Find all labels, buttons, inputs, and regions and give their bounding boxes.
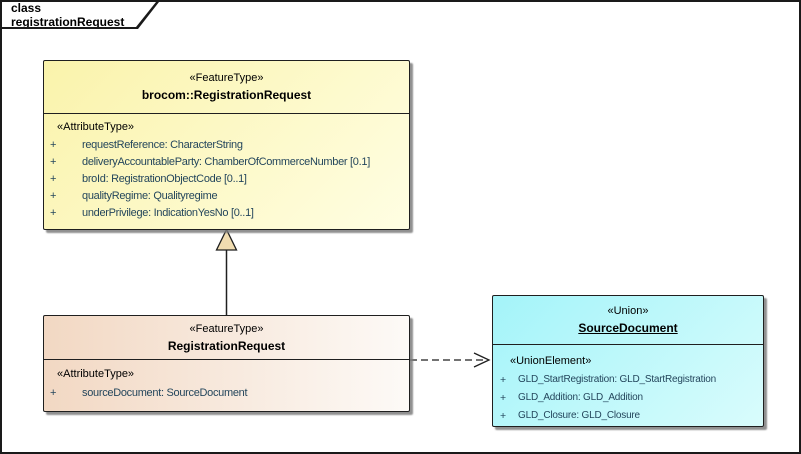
- visibility-plus: +: [500, 410, 507, 422]
- dependency-arrowhead-icon: [473, 352, 491, 368]
- visibility-plus: +: [50, 387, 57, 399]
- class-box-registrationrequest[interactable]: «FeatureType» RegistrationRequest «Attri…: [43, 315, 410, 412]
- attribute-text: sourceDocument: SourceDocument: [82, 387, 248, 399]
- class-stereotype: «FeatureType»: [189, 322, 264, 335]
- generalization-triangle-icon: [215, 228, 238, 251]
- attribute-text: deliveryAccountableParty: ChamberOfComme…: [82, 156, 370, 168]
- visibility-plus: +: [50, 139, 57, 151]
- class-name: brocom::RegistrationRequest: [141, 88, 312, 102]
- class-header: «FeatureType» RegistrationRequest: [44, 316, 409, 360]
- connector-generalization[interactable]: [215, 228, 238, 316]
- visibility-plus: +: [50, 173, 57, 185]
- attribute-row: + underPrivilege: IndicationYesNo [0..1]: [44, 205, 409, 222]
- class-header: «Union» SourceDocument: [493, 296, 763, 345]
- visibility-plus: +: [500, 374, 507, 386]
- class-stereotype: «Union»: [607, 305, 649, 317]
- connector-dependency[interactable]: [410, 352, 491, 368]
- attribute-row: + sourceDocument: SourceDocument: [44, 384, 409, 403]
- attribute-row: + deliveryAccountableParty: ChamberOfCom…: [44, 154, 409, 171]
- attribute-row: + GLD_Addition: GLD_Addition: [493, 389, 763, 407]
- class-box-brocom-registrationrequest[interactable]: «FeatureType» brocom::RegistrationReques…: [43, 60, 410, 230]
- attributes-compartment: «AttributeType» + sourceDocument: Source…: [44, 360, 409, 403]
- class-box-sourcedocument[interactable]: «Union» SourceDocument «UnionElement» + …: [492, 295, 764, 427]
- attribute-row: + qualityRegime: Qualityregime: [44, 188, 409, 205]
- class-header: «FeatureType» brocom::RegistrationReques…: [44, 61, 409, 114]
- class-stereotype: «FeatureType»: [189, 72, 264, 84]
- attribute-row: + GLD_Closure: GLD_Closure: [493, 407, 763, 425]
- attribute-row: + GLD_StartRegistration: GLD_StartRegist…: [493, 371, 763, 389]
- class-name: RegistrationRequest: [167, 338, 286, 353]
- visibility-plus: +: [50, 190, 57, 202]
- attribute-row: + requestReference: CharacterString: [44, 137, 409, 154]
- attribute-text: underPrivilege: IndicationYesNo [0..1]: [82, 207, 254, 219]
- attribute-section-stereotype: «AttributeType»: [57, 121, 135, 133]
- visibility-plus: +: [50, 207, 57, 219]
- visibility-plus: +: [50, 156, 57, 168]
- attribute-text: GLD_StartRegistration: GLD_StartRegistra…: [518, 374, 716, 385]
- visibility-plus: +: [500, 392, 507, 404]
- attribute-section-stereotype: «UnionElement»: [510, 355, 592, 367]
- attribute-text: broId: RegistrationObjectCode [0..1]: [82, 173, 247, 185]
- attribute-text: GLD_Addition: GLD_Addition: [518, 392, 643, 403]
- class-name: SourceDocument: [578, 321, 678, 335]
- attribute-section-stereotype: «AttributeType»: [57, 368, 135, 380]
- frame-label: class registrationRequest: [2, 2, 156, 27]
- attribute-text: qualityRegime: Qualityregime: [82, 190, 218, 202]
- attribute-text: GLD_Closure: GLD_Closure: [518, 410, 640, 421]
- attributes-compartment: «AttributeType» + requestReference: Char…: [44, 114, 409, 222]
- attribute-text: requestReference: CharacterString: [82, 139, 243, 151]
- attribute-row: + broId: RegistrationObjectCode [0..1]: [44, 171, 409, 188]
- attributes-compartment: «UnionElement» + GLD_StartRegistration: …: [493, 345, 763, 425]
